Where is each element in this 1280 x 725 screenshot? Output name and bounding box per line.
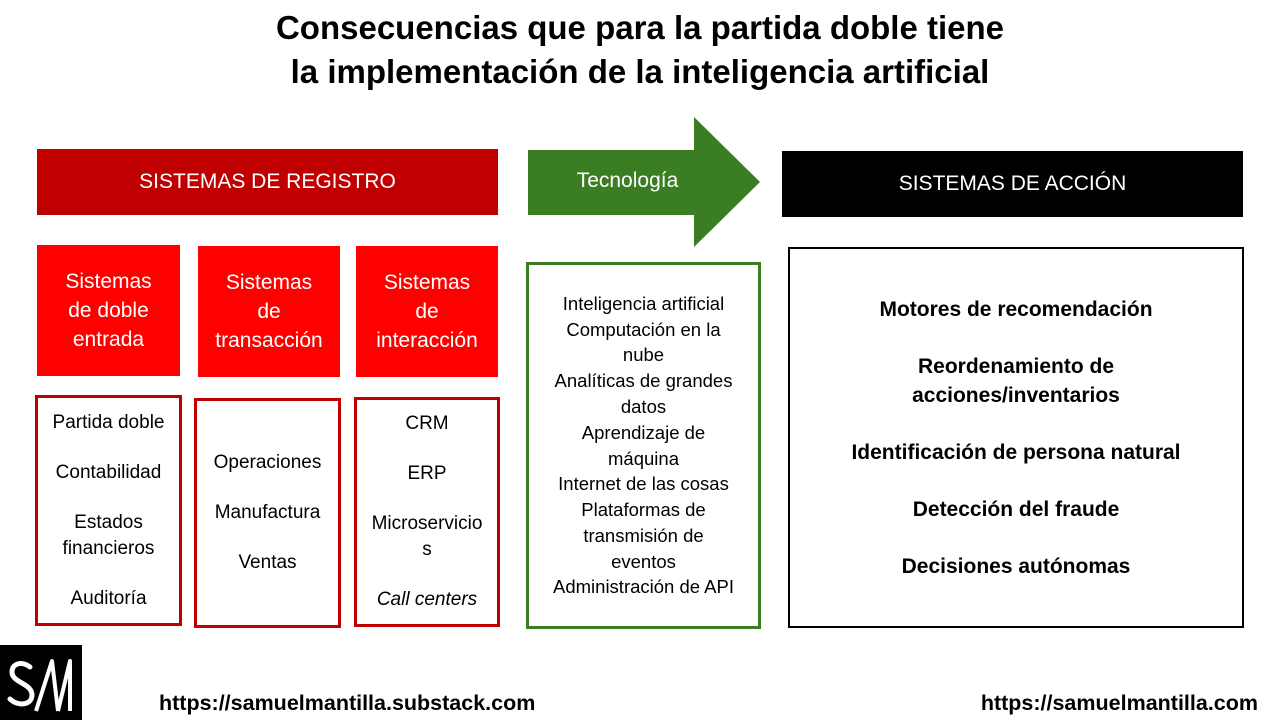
title-line-1: Consecuencias que para la partida doble … (275, 9, 1005, 46)
technology-item: Inteligencia artificial (562, 292, 725, 314)
sm-logo-icon (7, 659, 72, 712)
list-item: ERP (407, 463, 447, 484)
list-item: Contabilidad (55, 461, 162, 483)
technology-arrow (528, 117, 760, 247)
list-transaccion: Operaciones Manufactura Ventas (194, 398, 341, 628)
list-item: Estados financieros (62, 511, 155, 559)
technology-item: Plataformas de transmisión de eventos (581, 499, 706, 572)
header-line: entrada (72, 328, 145, 351)
substack-link[interactable]: https://samuelmantilla.substack.com (159, 691, 536, 715)
header-line: Sistemas (225, 271, 313, 294)
accion-banner: SISTEMAS DE ACCIÓN (782, 151, 1243, 217)
list-item: Partida doble (52, 411, 165, 433)
technology-item: Analíticas de grandes datos (554, 370, 733, 417)
technology-arrow-shape (528, 117, 760, 247)
list-item: Auditoría (70, 587, 147, 609)
list-interaccion: CRM ERP Microservicios Call centers (354, 397, 500, 627)
registro-banner: SISTEMAS DE REGISTRO (37, 149, 498, 215)
list-item: Ventas (238, 552, 297, 573)
header-line: de (415, 300, 439, 323)
technology-label: Tecnología (576, 169, 679, 192)
title-line-2: la implementación de la inteligencia art… (290, 53, 990, 90)
website-link[interactable]: https://samuelmantilla.com (980, 691, 1258, 715)
header-line: de (257, 300, 281, 323)
technology-item: Internet de las cosas (558, 473, 729, 495)
list-item: CRM (405, 413, 449, 434)
list-doble-entrada: Partida doble Contabilidad Estados finan… (35, 395, 182, 626)
header-doble-entrada: Sistemas de doble entrada (37, 245, 180, 376)
action-item: Decisiones autónomas (901, 554, 1131, 578)
action-item: Motores de recomendación (879, 297, 1153, 321)
sm-logo (0, 645, 82, 720)
header-transaccion: Sistemas de transacción (198, 246, 340, 377)
action-item: Identificación de persona natural (851, 440, 1181, 464)
action-item: Reordenamiento de acciones/inventarios (912, 354, 1120, 407)
header-line: Sistemas (383, 271, 471, 294)
header-interaccion: Sistemas de interacción (356, 246, 498, 377)
header-line: Sistemas (65, 270, 152, 293)
header-line: interacción (376, 329, 478, 352)
registro-banner-label: SISTEMAS DE REGISTRO (139, 170, 396, 193)
technology-item: Administración de API (553, 576, 734, 598)
header-line: de doble (68, 299, 149, 322)
list-item: Call centers (376, 589, 478, 610)
technology-list: Inteligencia artificial Computación en l… (526, 262, 761, 629)
page-title: Consecuencias que para la partida doble … (0, 6, 1280, 94)
technology-item: Aprendizaje de máquina (581, 421, 706, 469)
action-list: Motores de recomendación Reordenamiento … (788, 247, 1244, 628)
list-item: Microservicios (371, 513, 483, 560)
header-line: transacción (215, 329, 323, 352)
accion-banner-label: SISTEMAS DE ACCIÓN (898, 172, 1127, 195)
technology-item: Computación en la nube (566, 318, 721, 366)
list-item: Operaciones (213, 452, 322, 473)
action-item: Detección del fraude (912, 497, 1120, 521)
list-item: Manufactura (214, 502, 321, 523)
